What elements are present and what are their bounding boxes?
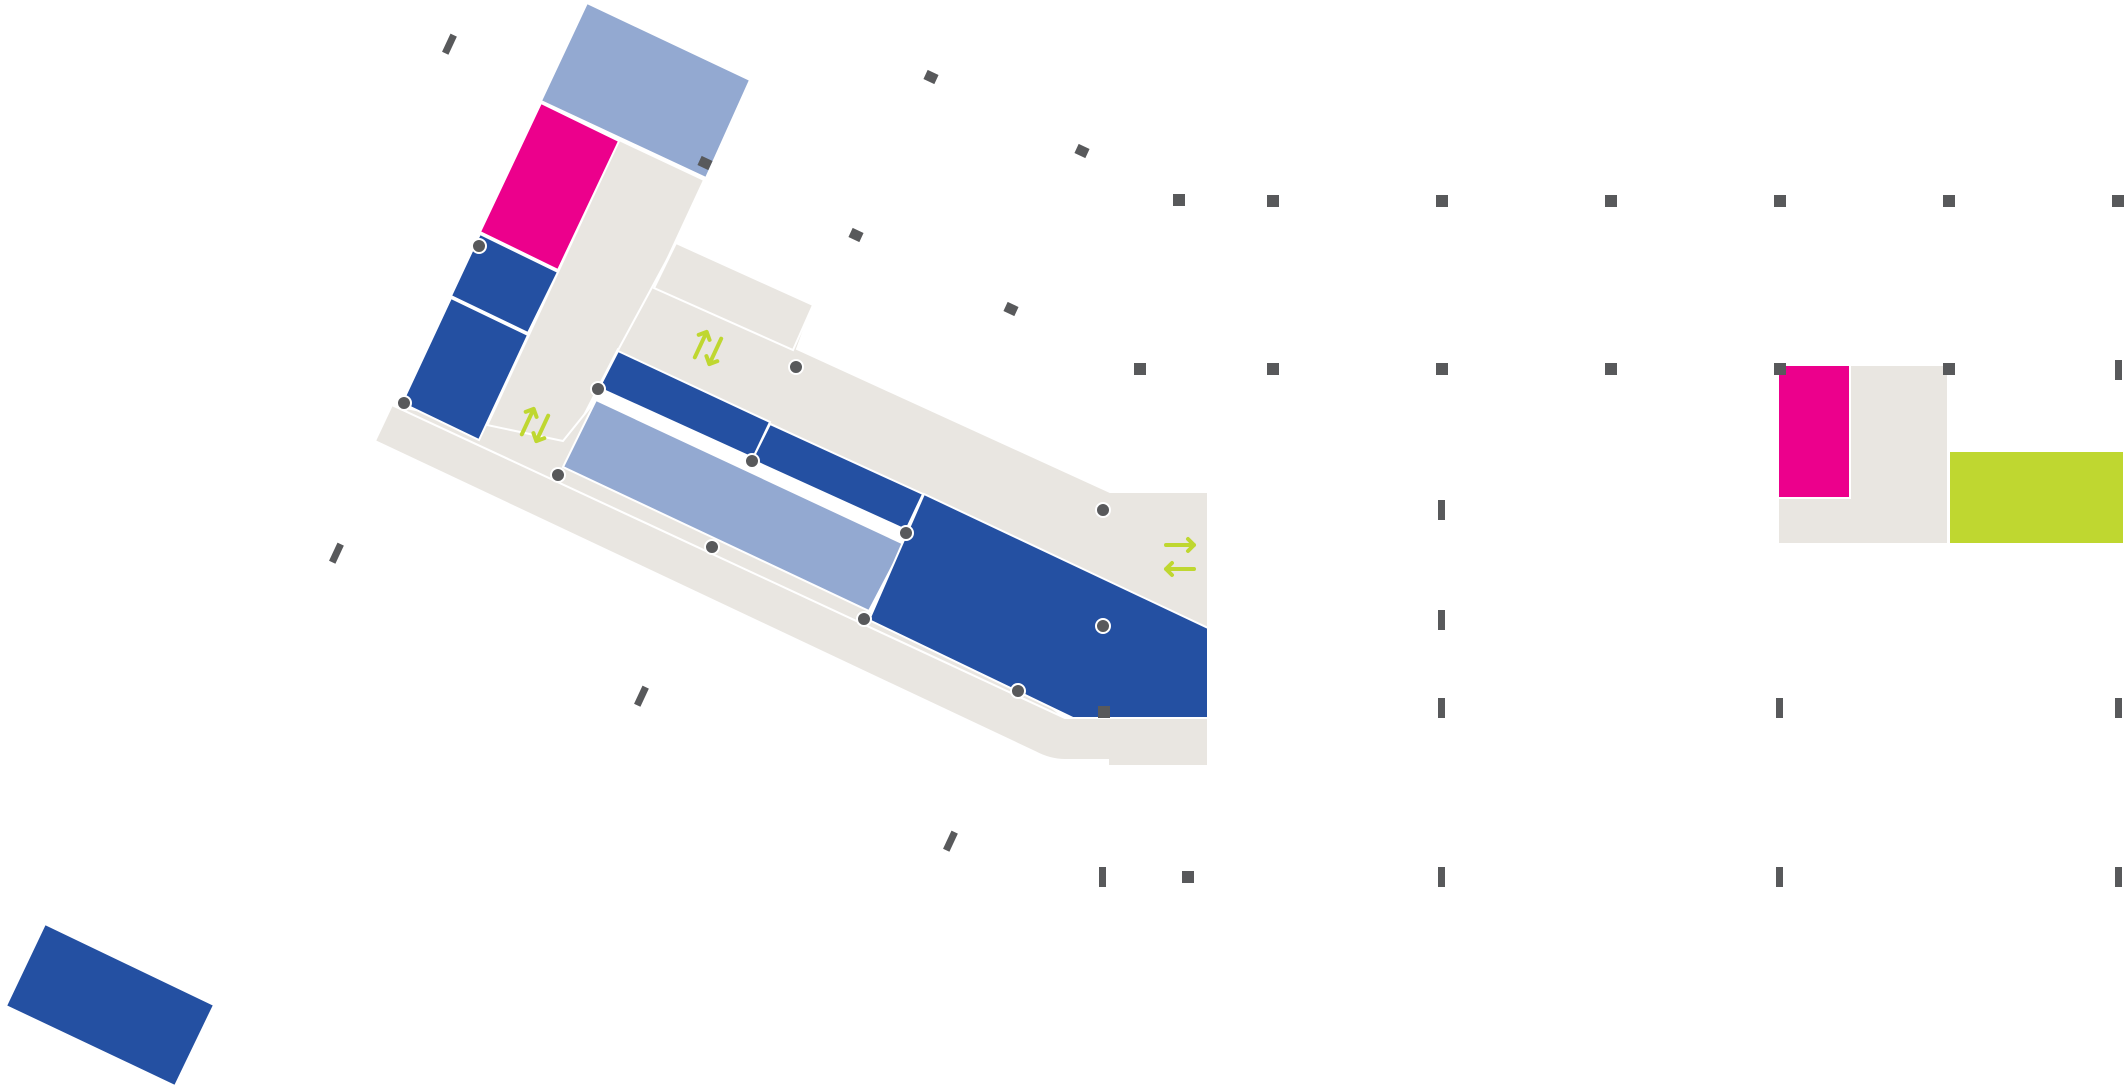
zones xyxy=(4,1,2125,1088)
access-point-icon[interactable] xyxy=(1010,683,1026,699)
zone-primary-west[interactable] xyxy=(400,296,530,442)
structural-column-icon xyxy=(1003,301,1019,317)
structural-column-icon xyxy=(1438,867,1445,887)
corridor-annex xyxy=(652,241,815,352)
zone-accent-east[interactable] xyxy=(1777,364,1851,499)
structural-column-icon xyxy=(1438,610,1445,630)
structural-column-icon xyxy=(2115,360,2122,380)
zone-primary-southwest[interactable] xyxy=(4,922,216,1088)
structural-column-icon xyxy=(2115,867,2122,887)
structural-column-icon xyxy=(923,69,939,85)
structural-column-icon xyxy=(1438,698,1445,718)
zone-secondary-north[interactable] xyxy=(539,1,752,180)
two-way-vertical-arrow-icon xyxy=(519,406,551,444)
access-point-icon[interactable] xyxy=(1095,618,1111,634)
access-point-icon[interactable] xyxy=(704,539,720,555)
circulation-arrows xyxy=(519,329,1196,577)
structural-column-icon xyxy=(1774,363,1786,375)
access-point-icon[interactable] xyxy=(856,611,872,627)
structural-column-icon xyxy=(1182,871,1194,883)
zone-secondary-middle[interactable] xyxy=(561,398,906,613)
access-point-icon[interactable] xyxy=(898,525,914,541)
structural-column-icon xyxy=(1605,363,1617,375)
zone-accent-north[interactable] xyxy=(478,101,621,272)
structural-columns xyxy=(329,33,2124,887)
structural-column-icon xyxy=(1776,867,1783,887)
zone-highlight-east[interactable] xyxy=(1948,450,2125,545)
access-point-icon[interactable] xyxy=(590,381,606,397)
structural-column-icon xyxy=(1438,500,1445,520)
structural-column-icon xyxy=(442,33,457,55)
structural-column-icon xyxy=(1074,143,1090,159)
structural-column-icon xyxy=(634,685,649,707)
structural-column-icon xyxy=(329,542,344,564)
structural-column-icon xyxy=(1943,195,1955,207)
access-points xyxy=(396,238,1111,699)
zone-primary-east[interactable] xyxy=(867,492,1209,719)
structural-column-icon xyxy=(943,830,958,852)
structural-column-icon xyxy=(1943,363,1955,375)
structural-column-icon xyxy=(1436,195,1448,207)
structural-column-icon xyxy=(1134,363,1146,375)
structural-column-icon xyxy=(1099,867,1106,887)
access-point-icon[interactable] xyxy=(1095,502,1111,518)
structural-column-icon xyxy=(1436,363,1448,375)
structural-column-icon xyxy=(848,227,864,243)
structural-column-icon xyxy=(1267,195,1279,207)
two-way-horizontal-arrow-icon xyxy=(1164,537,1196,577)
two-way-vertical-arrow-icon xyxy=(692,329,724,367)
access-point-icon[interactable] xyxy=(550,467,566,483)
zone-primary-small[interactable] xyxy=(449,232,560,335)
access-point-icon[interactable] xyxy=(744,453,760,469)
access-point-icon[interactable] xyxy=(788,359,804,375)
structural-column-icon xyxy=(697,155,713,171)
structural-column-icon xyxy=(1605,195,1617,207)
structural-column-icon xyxy=(2115,698,2122,718)
structural-column-icon xyxy=(1173,194,1185,206)
access-point-icon[interactable] xyxy=(396,395,412,411)
structural-column-icon xyxy=(1267,363,1279,375)
structural-column-icon xyxy=(1098,706,1110,718)
access-point-icon[interactable] xyxy=(471,238,487,254)
structural-column-icon xyxy=(1774,195,1786,207)
structural-column-icon xyxy=(2112,195,2124,207)
structural-column-icon xyxy=(1776,698,1783,718)
